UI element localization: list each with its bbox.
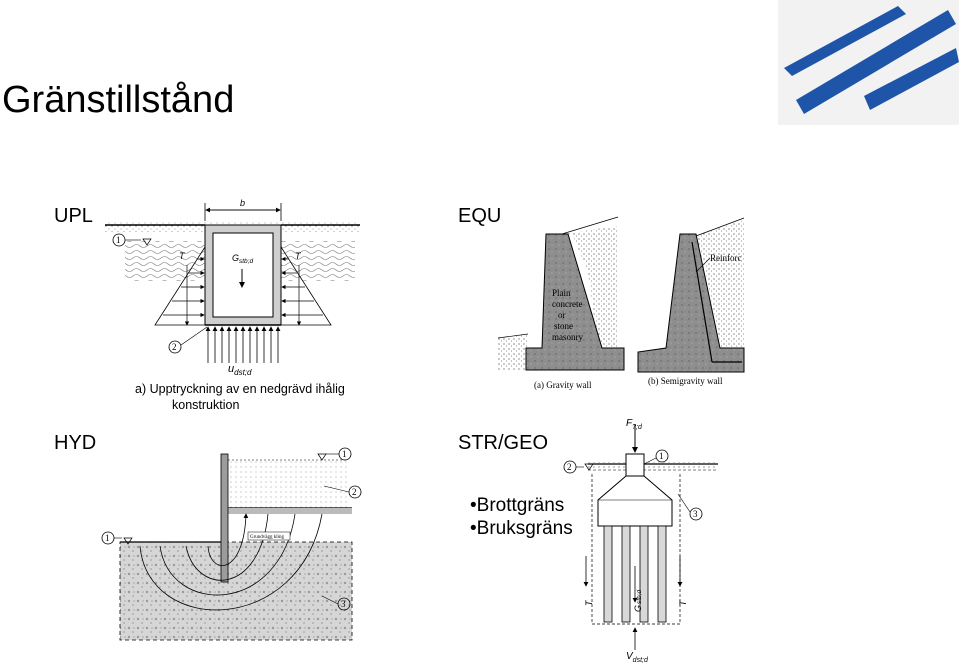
equ-diagram: Plain concrete or stone masonry Reinforc…: [497, 216, 745, 390]
upl-diagram: b G stb;d T T 1 2: [105, 198, 360, 363]
svg-text:or: or: [558, 310, 566, 320]
upl-marker-2: 2: [172, 342, 177, 352]
strgeo-marker-3: 3: [693, 509, 698, 519]
upl-marker-1: 1: [116, 235, 121, 245]
hyd-marker-1b: 1: [342, 449, 347, 459]
hyd-marker-2: 2: [352, 487, 357, 497]
hyd-marker-3: 3: [341, 599, 346, 609]
hyd-tag: Grundvägg kling: [250, 535, 285, 540]
svg-text:Plain: Plain: [552, 288, 571, 298]
slide-title: Gränstillstånd: [2, 79, 235, 121]
logo: [778, 0, 959, 125]
svg-text:masonry: masonry: [552, 332, 583, 342]
strgeo-f-label: F?;d: [626, 418, 642, 431]
svg-text:stone: stone: [554, 321, 573, 331]
upl-g-sub: stb;d: [239, 258, 253, 265]
list-item: •Brottgräns: [470, 495, 565, 516]
heading-equ: EQU: [458, 205, 502, 227]
strgeo-v-label: Vdst;d: [626, 651, 648, 664]
limit-state-list: •Brottgräns •Bruksgräns: [470, 494, 573, 540]
equ-gravity-caption: (a) Gravity wall: [534, 380, 592, 390]
upl-td-left-label: T: [179, 251, 186, 261]
strgeo-g-sub: stb;d: [636, 590, 643, 604]
strgeo-marker-1: 1: [659, 451, 664, 461]
upl-u-label: udst;d: [228, 363, 252, 378]
str-geo-diagram: 2 1 3 T T G stb;d: [563, 424, 718, 650]
heading-str-geo: STR/GEO: [458, 432, 549, 454]
upl-b-label: b: [240, 198, 245, 208]
equ-reinforce-label: Reinforc: [710, 253, 742, 263]
strgeo-marker-2: 2: [567, 462, 572, 472]
heading-hyd: HYD: [54, 432, 97, 454]
equ-semigravity-caption: (b) Semigravity wall: [648, 376, 723, 386]
heading-upl: UPL: [54, 205, 93, 227]
strgeo-td-right-label: T: [678, 599, 688, 606]
strgeo-td-left-label: T: [584, 599, 594, 606]
equ-gravity-text: Plain concrete or stone masonry: [552, 288, 583, 342]
list-item: •Bruksgräns: [470, 518, 573, 539]
upl-g-label: G: [232, 253, 239, 263]
upl-td-right-label: T: [295, 251, 302, 261]
svg-text:concrete: concrete: [552, 299, 582, 309]
upl-caption-line1: a) Upptryckning av en nedgrävd ihålig: [135, 382, 345, 396]
strgeo-g-label: G: [633, 605, 643, 612]
upl-caption-line2: konstruktion: [172, 398, 240, 412]
hyd-marker-1a: 1: [105, 533, 110, 543]
hyd-diagram: Grundvägg kling 1 2 1 3: [101, 447, 362, 641]
